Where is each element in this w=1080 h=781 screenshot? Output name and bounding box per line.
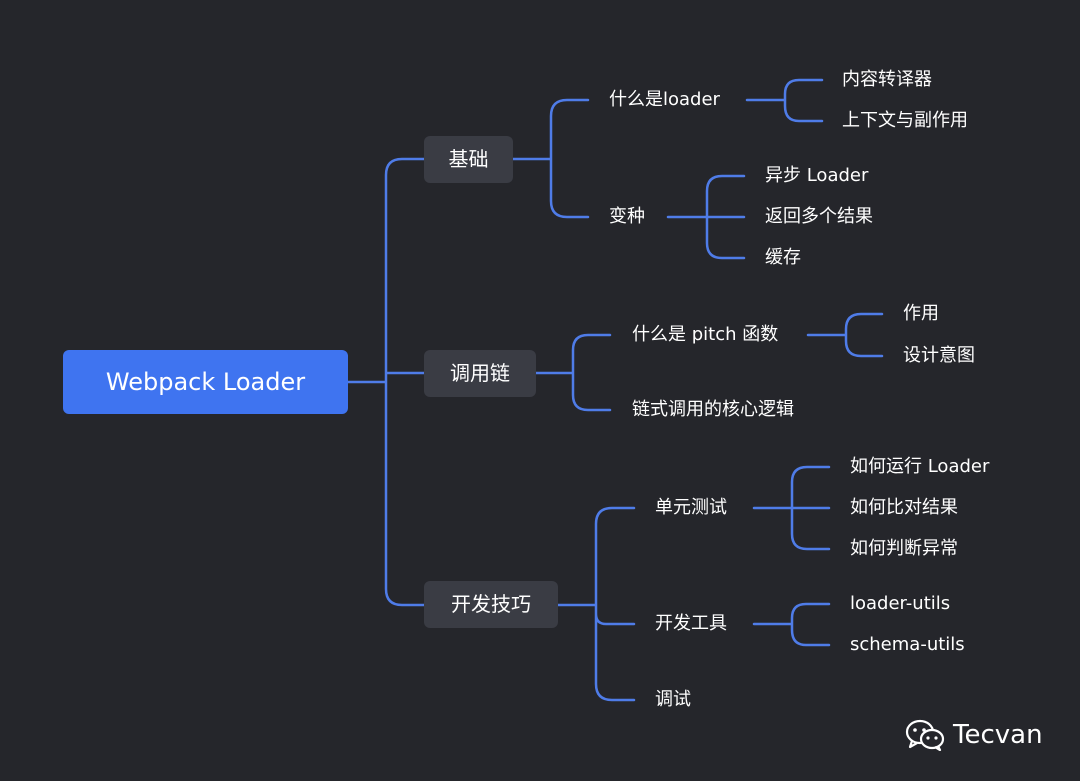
leaf-loader-utils[interactable]: loader-utils bbox=[850, 593, 951, 614]
leaf-pitch-design-intent[interactable]: 设计意图 bbox=[903, 345, 975, 366]
topic-variants[interactable]: 变种 bbox=[609, 206, 645, 227]
connector-what-is-loader bbox=[745, 78, 824, 123]
connector-pitch bbox=[806, 312, 884, 358]
topic-dev-tools[interactable]: 开发工具 bbox=[655, 613, 727, 634]
leaf-multiple-results[interactable]: 返回多个结果 bbox=[765, 206, 873, 227]
watermark-text: Tecvan bbox=[953, 720, 1043, 750]
connector-call-chain bbox=[534, 333, 612, 412]
branch-call-chain[interactable]: 调用链 bbox=[424, 350, 536, 397]
connector-basics bbox=[511, 98, 590, 219]
leaf-run-loader[interactable]: 如何运行 Loader bbox=[850, 456, 990, 477]
topic-debugging[interactable]: 调试 bbox=[655, 689, 691, 710]
topic-pitch-function[interactable]: 什么是 pitch 函数 bbox=[632, 324, 779, 345]
connector-root bbox=[346, 157, 426, 607]
connector-variants bbox=[666, 174, 746, 260]
topic-chain-core-logic[interactable]: 链式调用的核心逻辑 bbox=[632, 399, 794, 420]
leaf-schema-utils[interactable]: schema-utils bbox=[850, 634, 965, 655]
leaf-cache[interactable]: 缓存 bbox=[765, 247, 801, 268]
topic-unit-test[interactable]: 单元测试 bbox=[655, 497, 727, 518]
branch-basics[interactable]: 基础 bbox=[424, 136, 513, 183]
leaf-async-loader[interactable]: 异步 Loader bbox=[765, 165, 869, 186]
leaf-pitch-purpose[interactable]: 作用 bbox=[903, 303, 939, 324]
leaf-detect-errors[interactable]: 如何判断异常 bbox=[850, 538, 958, 559]
connector-dev-tips bbox=[556, 506, 636, 702]
connector-dev-tools bbox=[752, 602, 831, 647]
watermark: Tecvan bbox=[905, 715, 1043, 755]
branch-dev-tips[interactable]: 开发技巧 bbox=[424, 581, 558, 628]
root-node[interactable]: Webpack Loader bbox=[63, 350, 348, 414]
leaf-content-transpiler[interactable]: 内容转译器 bbox=[842, 69, 932, 90]
leaf-compare-results[interactable]: 如何比对结果 bbox=[850, 497, 958, 518]
leaf-context-side-effects[interactable]: 上下文与副作用 bbox=[842, 110, 968, 131]
topic-what-is-loader[interactable]: 什么是loader bbox=[609, 89, 720, 110]
connector-unit-test bbox=[752, 465, 831, 551]
wechat-icon bbox=[905, 719, 945, 751]
